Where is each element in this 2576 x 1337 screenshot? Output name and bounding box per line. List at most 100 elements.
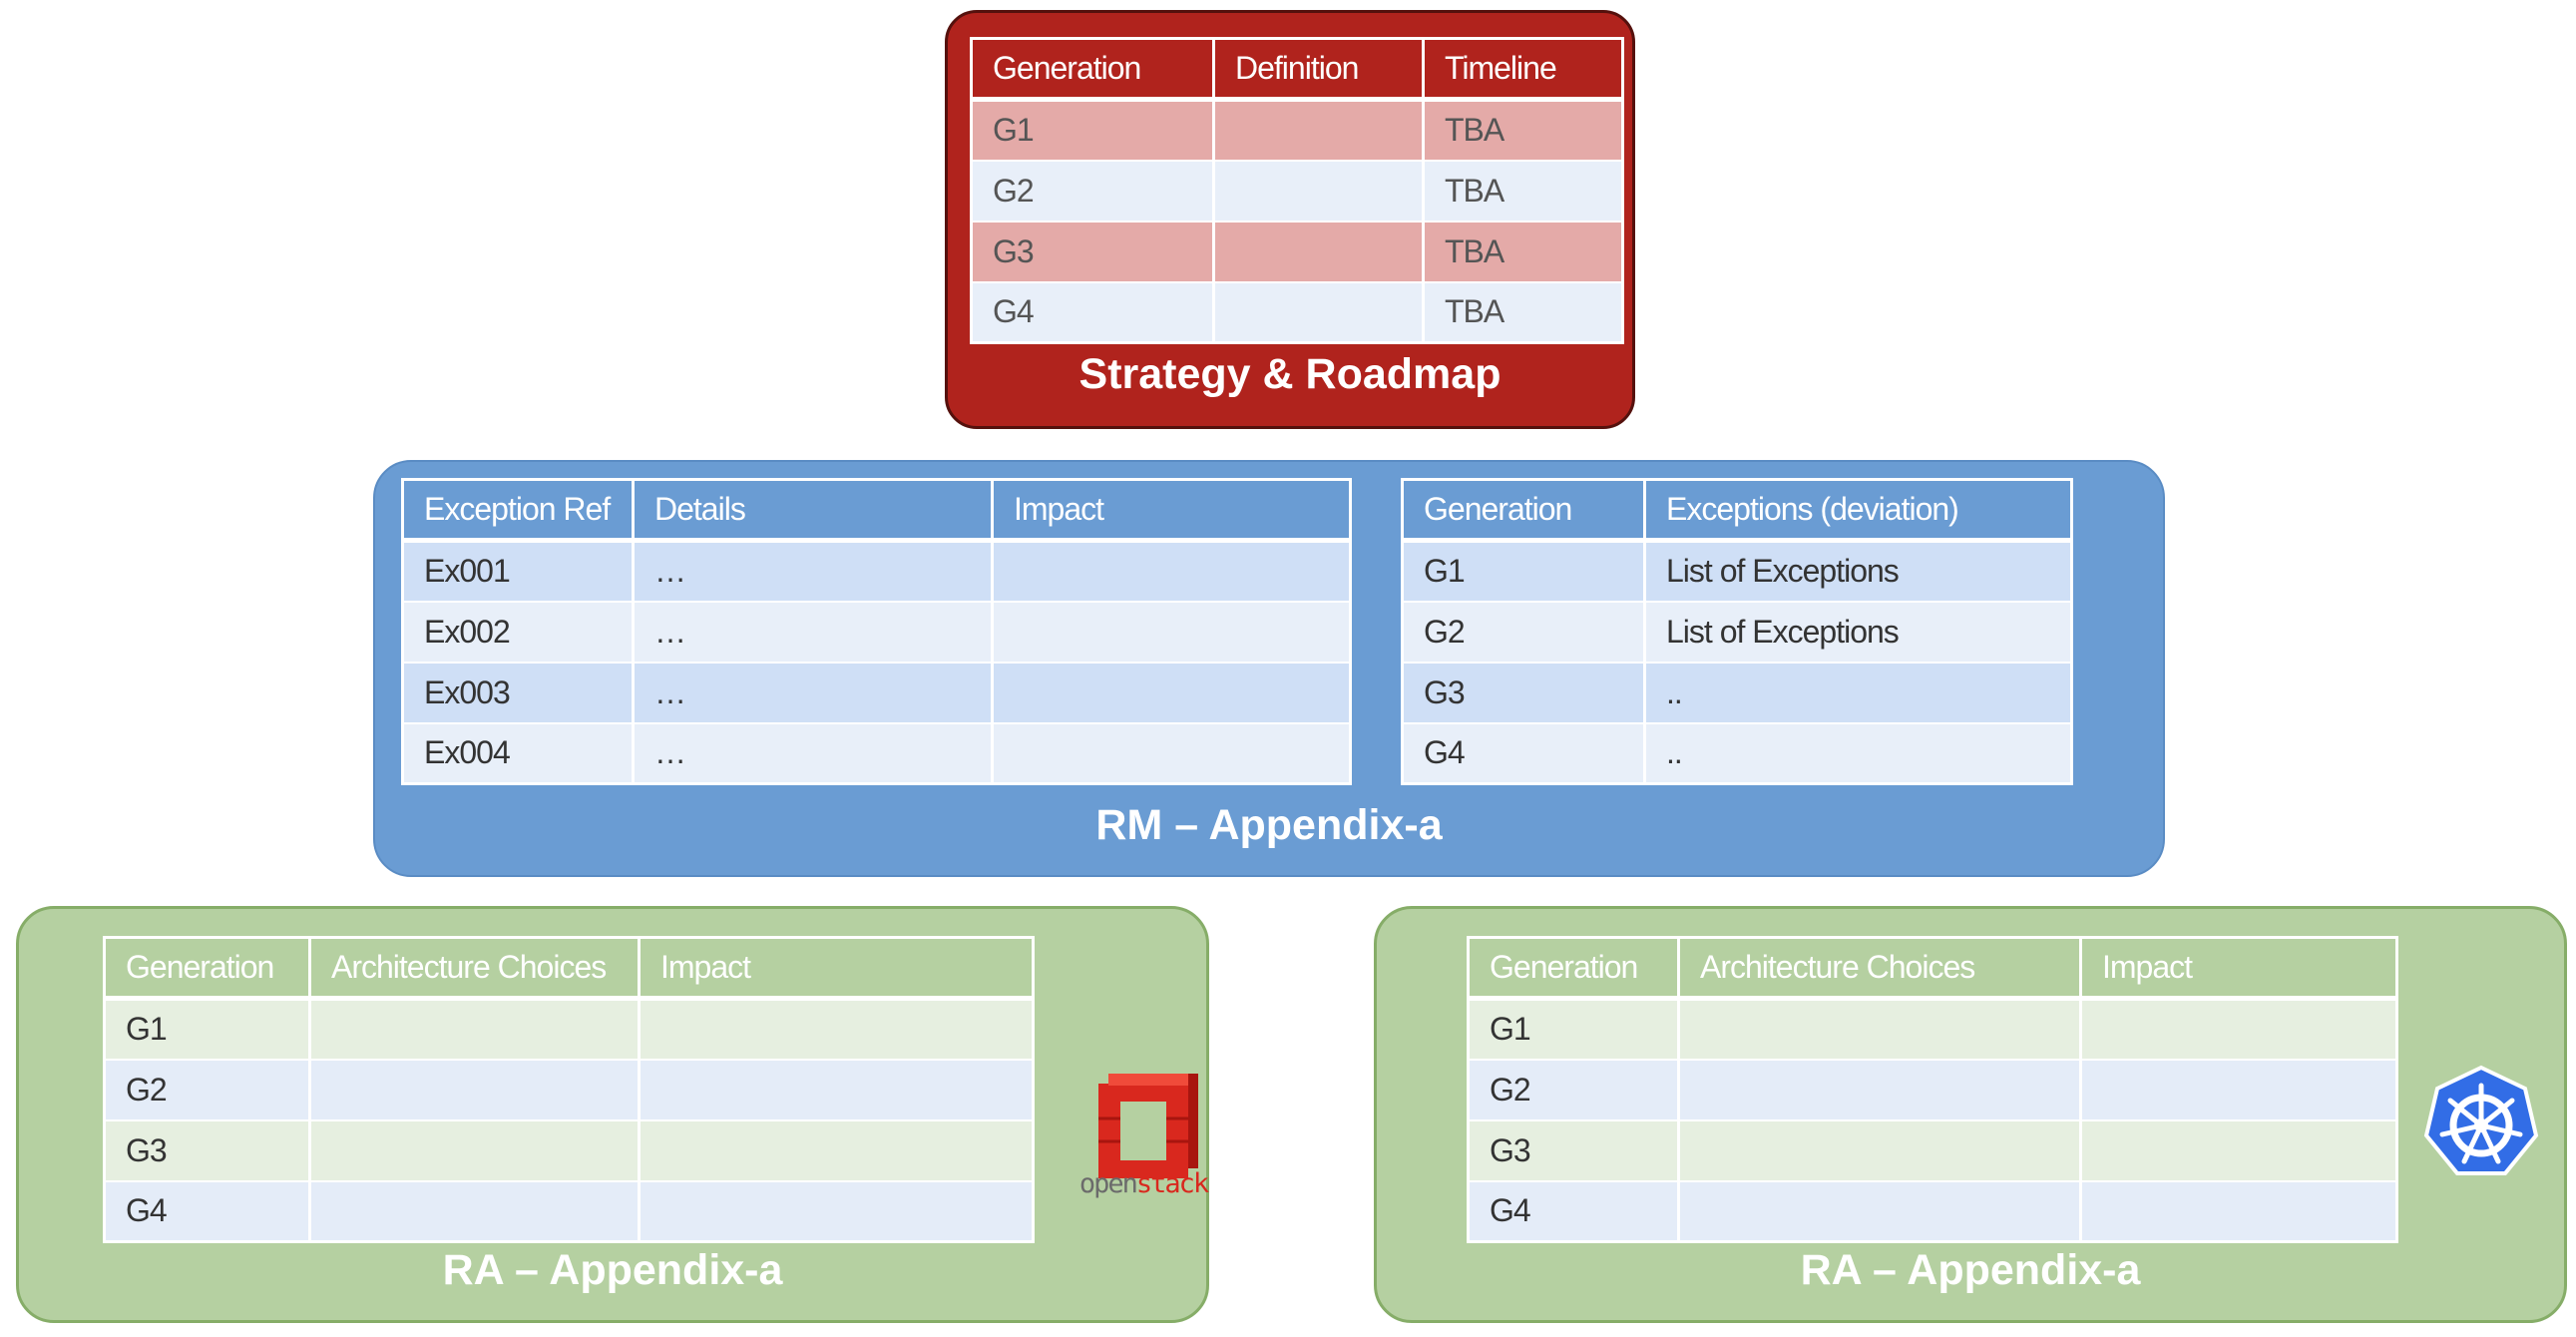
cell-timeline: TBA [1423,98,1624,161]
header-generation: Generation [971,38,1215,102]
cell-generation: G1 [1468,997,1680,1060]
cell-generation: G4 [104,1179,311,1242]
header-details: Details [633,479,994,543]
cell-generation: G3 [1402,661,1646,723]
cell-definition [1213,159,1425,222]
cell-architecture-choices [309,1179,641,1242]
table-row: G2 [104,1058,1035,1120]
cell-details: … [633,600,994,663]
cell-architecture-choices [309,997,641,1060]
table-row: Ex004 … [402,721,1352,784]
cell-architecture-choices [1678,1058,2082,1120]
cell-exception-ref: Ex001 [402,539,635,602]
cell-generation: G4 [971,280,1215,343]
cell-architecture-choices [1678,997,2082,1060]
cell-impact [2080,1118,2398,1181]
cell-exceptions: List of Exceptions [1644,600,2073,663]
header-architecture-choices: Architecture Choices [1678,937,2082,1001]
cell-generation: G4 [1468,1179,1680,1242]
cell-architecture-choices [1678,1179,2082,1242]
cell-generation: G1 [104,997,311,1060]
cell-architecture-choices [309,1058,641,1120]
header-exceptions-deviation: Exceptions (deviation) [1644,479,2072,543]
cell-exceptions: List of Exceptions [1644,539,2073,602]
cell-generation: G2 [1402,600,1646,663]
cell-definition [1213,98,1425,161]
cell-details: … [633,539,994,602]
kubernetes-logo-icon [2423,1065,2539,1175]
cell-impact [639,1179,1035,1242]
cell-generation: G2 [971,159,1215,222]
rm-exceptions-table: Exception Ref Details Impact Ex001 … Ex0… [401,478,1352,785]
table-row: Ex001 … [402,539,1352,602]
header-impact: Impact [2080,937,2397,1001]
openstack-logo-text-open: open [1078,1168,1138,1199]
ra-kubernetes-table: Generation Architecture Choices Impact G… [1467,936,2398,1243]
cell-impact [992,661,1352,723]
table-row: G4 [104,1179,1035,1242]
cell-impact [2080,1058,2398,1120]
cell-generation: G3 [104,1118,311,1181]
ra-kubernetes-panel: Generation Architecture Choices Impact G… [1374,906,2567,1323]
rm-appendix-title: RM – Appendix-a [1095,801,1443,849]
table-row: G3 .. [1402,661,2073,723]
table-row: G3 [1468,1118,2398,1181]
cell-generation: G2 [1468,1058,1680,1120]
header-generation: Generation [104,937,311,1001]
header-impact: Impact [639,937,1034,1001]
cell-timeline: TBA [1423,159,1624,222]
cell-timeline: TBA [1423,280,1624,343]
cell-generation: G2 [104,1058,311,1120]
openstack-logo-text-stack: stack [1135,1168,1209,1199]
cell-impact [639,1058,1035,1120]
cell-details: … [633,721,994,784]
table-row: G4 .. [1402,721,2073,784]
header-architecture-choices: Architecture Choices [309,937,641,1001]
cell-impact [639,1118,1035,1181]
header-generation: Generation [1468,937,1680,1001]
table-header-row: Generation Architecture Choices Impact [104,937,1034,1001]
header-definition: Definition [1213,38,1425,102]
table-row: G3 TBA [971,220,1624,282]
table-row: Ex003 … [402,661,1352,723]
table-row: G4 [1468,1179,2398,1242]
openstack-logo-icon [1098,1074,1198,1178]
ra-openstack-panel: Generation Architecture Choices Impact G… [16,906,1209,1323]
table-header-row: Generation Architecture Choices Impact [1468,937,2397,1001]
header-exception-ref: Exception Ref [402,479,635,543]
ra-openstack-table: Generation Architecture Choices Impact G… [103,936,1035,1243]
header-timeline: Timeline [1423,38,1623,102]
cell-generation: G1 [971,98,1215,161]
rm-generations-table: Generation Exceptions (deviation) G1 Lis… [1401,478,2073,785]
cell-exception-ref: Ex002 [402,600,635,663]
cell-impact [992,600,1352,663]
cell-details: … [633,661,994,723]
table-row: G1 TBA [971,98,1624,161]
strategy-roadmap-title: Strategy & Roadmap [1078,350,1502,398]
cell-definition [1213,220,1425,282]
cell-impact [639,997,1035,1060]
cell-impact [2080,1179,2398,1242]
cell-architecture-choices [309,1118,641,1181]
strategy-table: Generation Definition Timeline G1 TBA G2… [970,37,1624,344]
cell-exceptions: .. [1644,721,2073,784]
table-header-row: Generation Exceptions (deviation) [1402,479,2072,543]
table-header-row: Exception Ref Details Impact [402,479,1351,543]
rm-appendix-panel: Exception Ref Details Impact Ex001 … Ex0… [373,460,2165,877]
cell-exceptions: .. [1644,661,2073,723]
table-row: Ex002 … [402,600,1352,663]
table-header-row: Generation Definition Timeline [971,38,1623,102]
cell-generation: G4 [1402,721,1646,784]
strategy-roadmap-panel: Generation Definition Timeline G1 TBA G2… [945,10,1635,429]
cell-exception-ref: Ex004 [402,721,635,784]
table-row: G4 TBA [971,280,1624,343]
table-row: G2 [1468,1058,2398,1120]
cell-impact [992,539,1352,602]
cell-generation: G1 [1402,539,1646,602]
ra-kubernetes-title: RA – Appendix-a [1800,1246,2141,1294]
table-row: G2 List of Exceptions [1402,600,2073,663]
table-row: G2 TBA [971,159,1624,222]
cell-impact [2080,997,2398,1060]
table-row: G1 [1468,997,2398,1060]
table-row: G1 List of Exceptions [1402,539,2073,602]
